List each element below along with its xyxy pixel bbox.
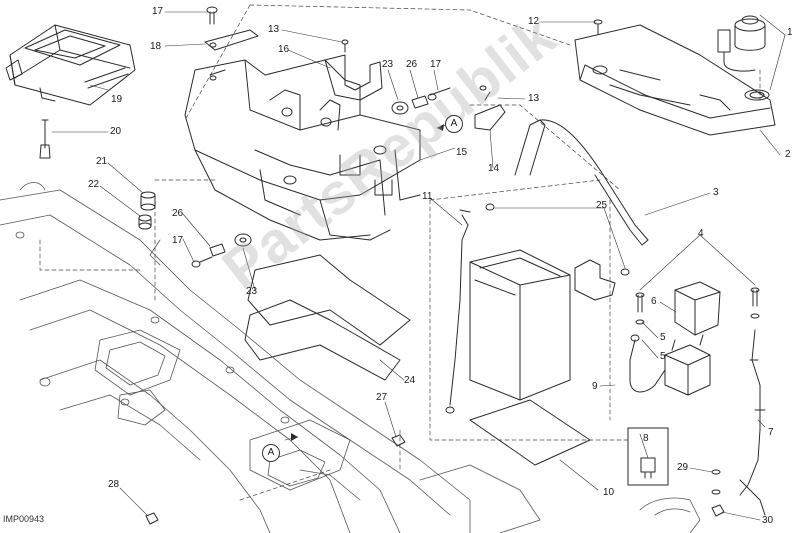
callout-26-b: 26 (172, 208, 184, 219)
fuse-inset-8 (627, 427, 669, 486)
bolt-17-upper (427, 87, 451, 101)
bolt-20 (39, 119, 51, 159)
callout-26-a: 26 (406, 59, 418, 70)
spacer-26-lower (209, 243, 226, 257)
callout-10: 10 (603, 487, 615, 498)
callout-20: 20 (110, 126, 122, 137)
spacer-22 (138, 214, 152, 230)
callout-16: 16 (278, 44, 290, 55)
positive-cable-9 (629, 334, 666, 393)
callout-29: 29 (677, 462, 689, 473)
starter-relay (664, 334, 711, 396)
callout-6: 6 (651, 296, 657, 307)
callout-13-b: 13 (528, 93, 540, 104)
bracket-18 (204, 29, 259, 51)
callout-30: 30 (762, 515, 774, 526)
power-socket-1 (717, 15, 770, 101)
fuse-holder-bracket-2 (574, 24, 776, 136)
reference-marker-a-lower: A (262, 444, 280, 462)
callout-18: 18 (150, 41, 162, 52)
battery-strap-3 (514, 119, 649, 246)
spacer-26-upper (411, 95, 429, 109)
bolt-29 (711, 469, 721, 495)
grommet-27 (391, 434, 406, 447)
callout-28: 28 (108, 479, 120, 490)
callout-23-b: 23 (246, 286, 258, 297)
battery-pad-10 (469, 399, 591, 466)
callout-12: 12 (528, 16, 540, 27)
relay-cover-6 (674, 281, 721, 336)
ground-cable-11 (445, 203, 495, 414)
callout-19: 19 (111, 94, 123, 105)
callout-5-a: 5 (660, 332, 666, 343)
callout-23-a: 23 (382, 59, 394, 70)
battery (469, 249, 571, 401)
callout-2: 2 (785, 149, 791, 160)
callout-4: 4 (698, 228, 704, 239)
callout-25: 25 (596, 200, 608, 211)
cable-7 (739, 329, 766, 516)
callout-15: 15 (456, 147, 468, 158)
bolt-17-lower (191, 256, 213, 268)
ecu-control-unit (5, 24, 136, 106)
callout-13-a: 13 (268, 24, 280, 35)
callout-11: 11 (422, 191, 433, 202)
callout-17-a: 17 (152, 6, 164, 17)
frame-subframe (0, 182, 701, 533)
callout-8: 8 (643, 433, 649, 444)
bolts-4 (635, 287, 760, 313)
bracket-16 (324, 54, 383, 101)
callout-21: 21 (96, 156, 108, 167)
heat-shield-24 (244, 254, 411, 381)
callout-9: 9 (592, 381, 598, 392)
nut-30 (711, 504, 725, 517)
callout-24: 24 (404, 375, 416, 386)
callout-17-c: 17 (172, 235, 184, 246)
rubber-mount-23-lower (234, 233, 252, 247)
callout-22: 22 (88, 179, 100, 190)
callout-5-b: 5 (660, 351, 666, 362)
callout-7: 7 (768, 427, 774, 438)
nut-28 (145, 512, 159, 525)
terminal-bracket-25 (574, 259, 630, 301)
callout-3: 3 (713, 187, 719, 198)
diagram-code: IMP00943 (3, 514, 45, 524)
screw-13-top (341, 39, 349, 53)
reference-arrows (291, 124, 444, 441)
reference-marker-a-upper: A (445, 115, 463, 133)
callout-17-b: 17 (430, 59, 442, 70)
grommet-21 (140, 191, 156, 211)
washers-5 (635, 313, 760, 325)
callout-14: 14 (488, 163, 500, 174)
assembly-guide-lines (39, 4, 761, 501)
bolt-17-top (206, 6, 218, 25)
rubber-mount-23-upper (391, 101, 409, 115)
clip-bracket-14 (474, 85, 506, 131)
battery-box-tray (184, 59, 421, 241)
callout-1: 1 (787, 27, 793, 38)
callout-27: 27 (376, 392, 388, 403)
